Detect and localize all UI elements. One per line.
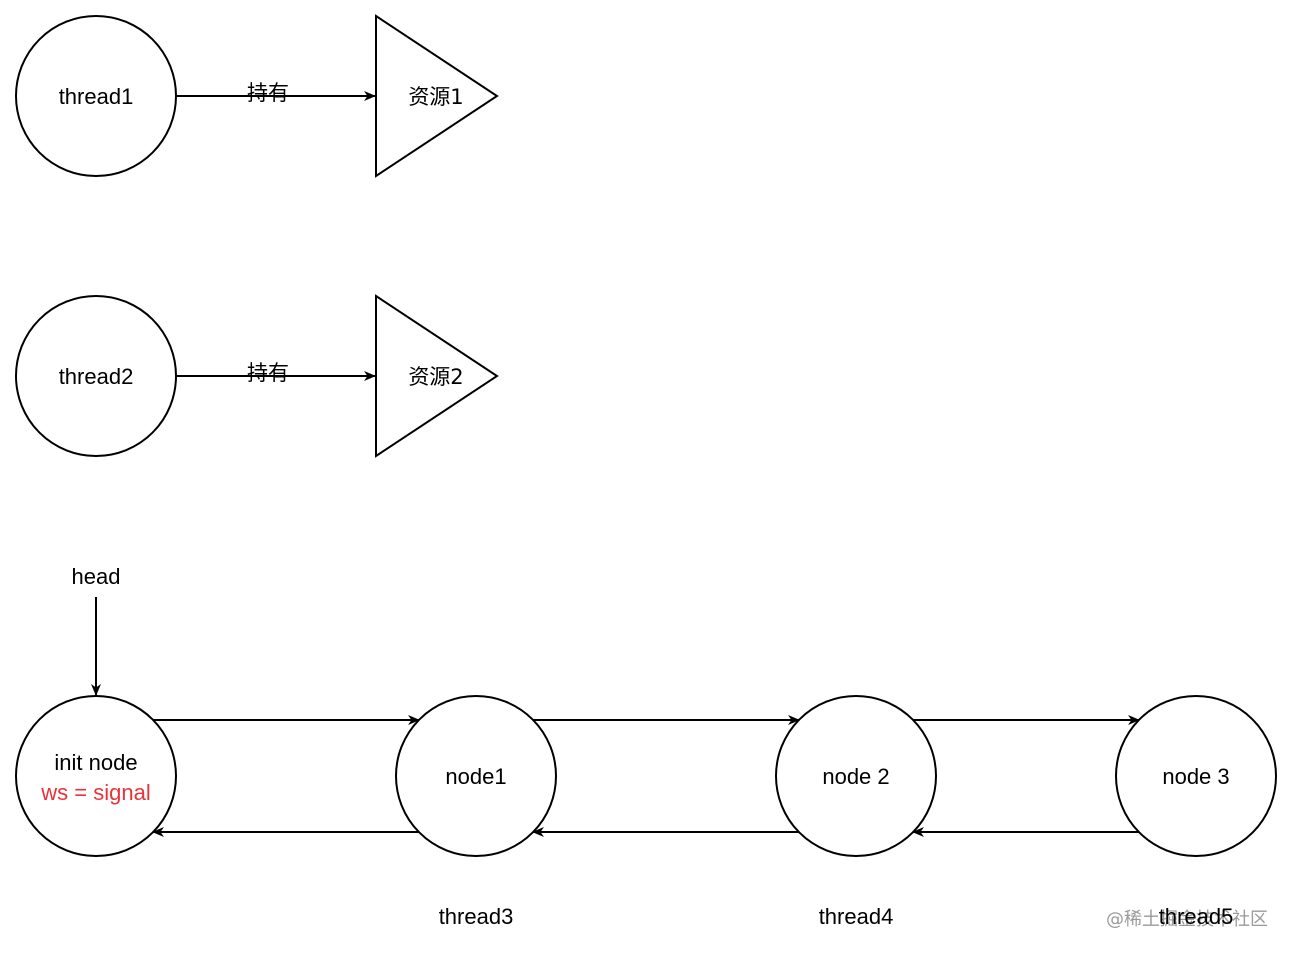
thread2-group: thread2 持有 资源2 <box>15 294 499 458</box>
node3-circle <box>1115 695 1277 857</box>
thread1-group: thread1 持有 资源1 <box>15 14 499 178</box>
init-node-label: init node <box>54 750 137 775</box>
watermark-text: @稀土掘金技术社区 <box>1106 909 1268 930</box>
thread1-holds-label: 持有 <box>247 81 289 105</box>
thread2-label: thread2 <box>59 364 134 389</box>
resource2-label: 资源2 <box>408 365 463 389</box>
thread2-holds-label: 持有 <box>247 361 289 385</box>
node2-label: node 2 <box>822 764 889 789</box>
node3-thread-label: thread5 <box>1159 904 1234 929</box>
node2-circle <box>775 695 937 857</box>
init-node-circle <box>15 695 177 857</box>
thread1-label: thread1 <box>59 84 134 109</box>
node1-label: node1 <box>445 764 506 789</box>
node1-thread-label: thread3 <box>439 904 514 929</box>
resource1-triangle <box>375 14 499 178</box>
node1-circle <box>395 695 557 857</box>
queue-group: head init node ws = signal node1 node 2 … <box>15 564 1277 929</box>
node2-thread-label: thread4 <box>819 904 894 929</box>
head-label: head <box>72 564 121 589</box>
resource1-label: 资源1 <box>408 85 463 109</box>
init-node-status: ws = signal <box>40 780 150 805</box>
resource2-triangle <box>375 294 499 458</box>
node3-label: node 3 <box>1162 764 1229 789</box>
